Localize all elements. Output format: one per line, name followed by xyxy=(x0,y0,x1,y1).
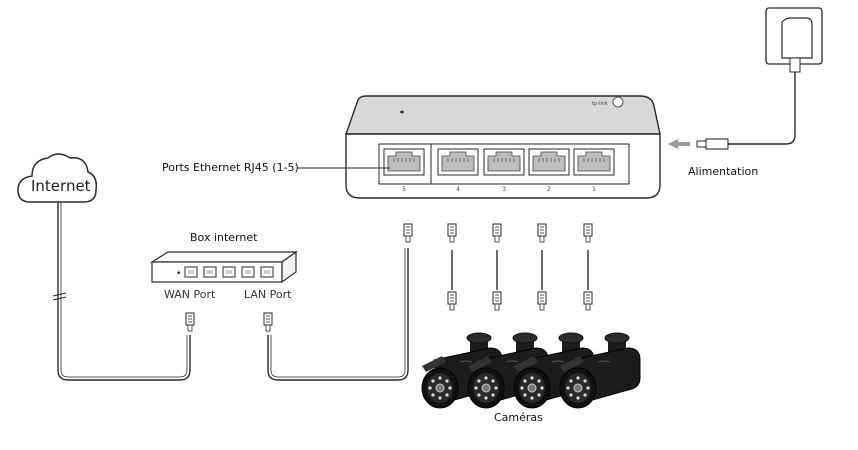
cameras xyxy=(421,332,641,409)
alimentation-label: Alimentation xyxy=(688,165,759,178)
switch-port-4: 4 xyxy=(437,148,479,193)
rj45-connector-icon xyxy=(583,223,593,243)
rj45-connector-icon xyxy=(185,312,195,332)
cable-internet-wan xyxy=(57,202,191,381)
switch-port-1: 1 xyxy=(573,148,615,193)
switch-port-3: 3 xyxy=(483,148,525,193)
switch-port-number: 3 xyxy=(502,186,506,193)
rj45-connector-icon xyxy=(492,291,502,311)
rj45-connector-icon xyxy=(263,312,273,332)
internet-label: Internet xyxy=(31,177,91,195)
rj45-connector-icon xyxy=(537,223,547,243)
switch-port-2: 2 xyxy=(528,148,570,193)
ports-ethernet-label: Ports Ethernet RJ45 (1-5) xyxy=(162,161,299,174)
switch-port-number: 2 xyxy=(547,186,551,193)
network-switch-icon: tp-link xyxy=(345,95,661,199)
svg-text:tp-link: tp-link xyxy=(592,101,608,107)
rj45-connector-icon xyxy=(537,291,547,311)
cloud-icon xyxy=(17,153,98,203)
rj45-connector-icon xyxy=(447,223,457,243)
connectors xyxy=(185,223,593,332)
cameras-label: Caméras xyxy=(494,411,543,424)
switch-port-number: 5 xyxy=(402,186,406,193)
switch-port-5: 5 xyxy=(383,148,425,193)
box-internet-label: Box internet xyxy=(190,231,258,244)
svg-text:•: • xyxy=(176,269,181,279)
security-camera-icon xyxy=(559,332,641,409)
switch-port-number: 4 xyxy=(456,186,460,193)
power-adapter-icon xyxy=(668,7,823,150)
router-icon: • xyxy=(149,250,298,284)
cables xyxy=(52,72,796,381)
rj45-connector-icon xyxy=(447,291,457,311)
switch-port-number: 1 xyxy=(592,186,596,193)
rj45-connector-icon xyxy=(492,223,502,243)
switch-ports: 5 4 3 2 1 xyxy=(383,148,615,193)
cable-power xyxy=(728,72,796,145)
rj45-connector-icon xyxy=(403,223,413,243)
rj45-connector-icon xyxy=(583,291,593,311)
lan-port-label: LAN Port xyxy=(244,288,292,301)
cable-lan-switch xyxy=(267,248,409,381)
wan-port-label: WAN Port xyxy=(164,288,216,301)
